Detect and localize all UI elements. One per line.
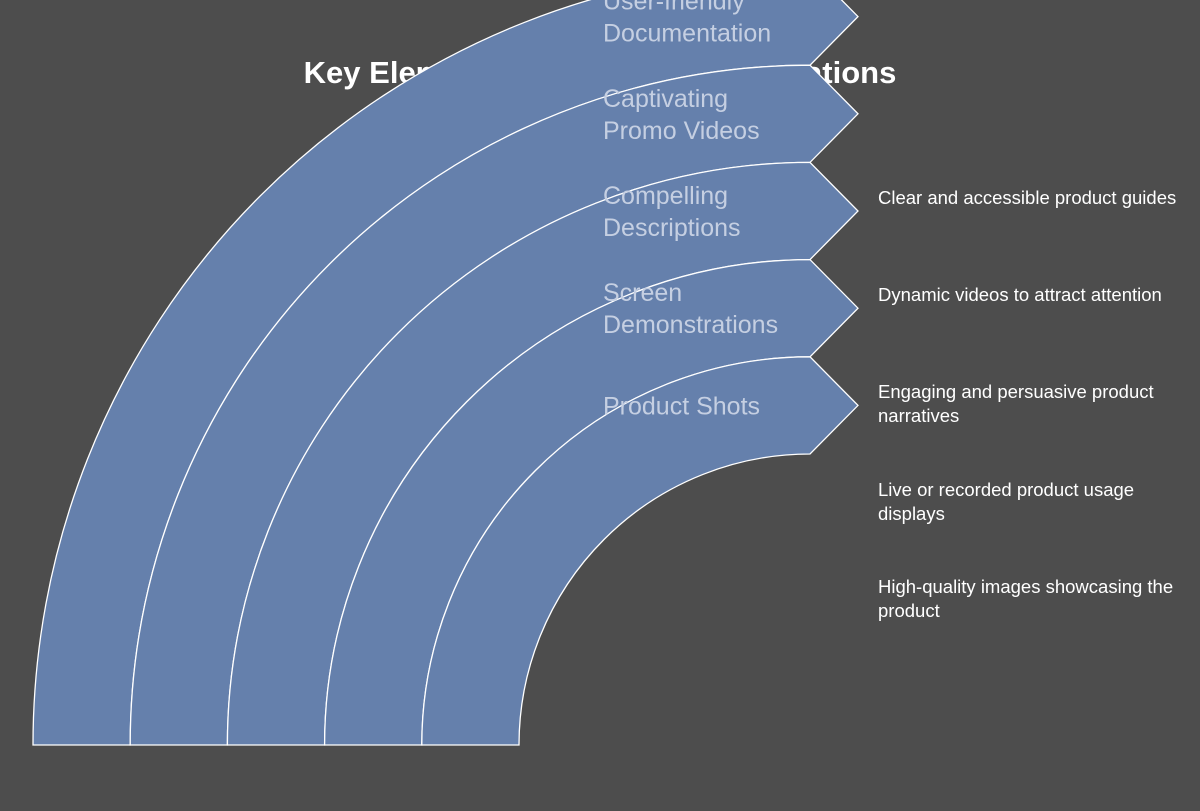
- band-label-line: Promo Videos: [603, 117, 760, 145]
- band-label-line: Captivating: [603, 85, 728, 113]
- description-1: Clear and accessible product guides: [878, 187, 1177, 208]
- description-3: Engaging and persuasive product narrativ…: [878, 381, 1154, 426]
- band-label-line: Demonstrations: [603, 311, 778, 339]
- description-4: Live or recorded product usage displays: [878, 479, 1135, 524]
- description-5: High-quality images showcasing the produ…: [878, 576, 1174, 621]
- band-label-line: Descriptions: [603, 214, 741, 242]
- band-label-line: Screen: [603, 279, 682, 307]
- band-label-5: Product Shots: [603, 392, 760, 420]
- band-label-line: Product Shots: [603, 392, 760, 420]
- arc-band-5: [421, 356, 859, 746]
- band-label-line: Documentation: [603, 20, 771, 48]
- description-2: Dynamic videos to attract attention: [878, 284, 1162, 305]
- band-label-line: Compelling: [603, 182, 728, 210]
- band-label-line: User-friendly: [603, 0, 745, 16]
